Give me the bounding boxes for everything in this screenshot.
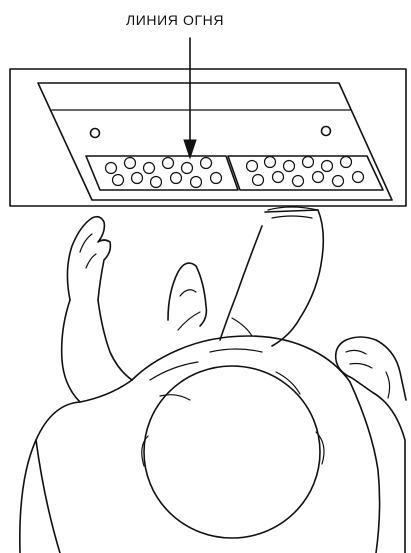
center-hand (167, 262, 208, 327)
back-left (35, 439, 61, 553)
back-right (349, 381, 381, 553)
head (143, 365, 321, 539)
corner-hole-right (320, 125, 332, 137)
chip-row-right (245, 155, 365, 188)
right-arm (334, 336, 407, 553)
chip-tray-right (227, 155, 384, 191)
ear-left (141, 435, 149, 467)
person-figure (19, 206, 407, 553)
firing-line-label: ЛИНИЯ ОГНЯ (126, 12, 224, 28)
chip-tray-left (85, 155, 239, 191)
left-forearm (60, 299, 133, 403)
reaching-arm (219, 209, 325, 347)
reaching-hand (267, 206, 319, 219)
corner-hole-left (89, 127, 101, 139)
torso (19, 335, 351, 553)
board-panel (9, 68, 407, 207)
clothing-folds (149, 311, 301, 401)
ear-right (315, 431, 325, 465)
tray-outline (37, 82, 393, 201)
center-hand-detail (179, 289, 197, 297)
right-fist-detail (345, 349, 391, 399)
callout-arrow (183, 37, 197, 160)
left-fingers (79, 233, 97, 269)
chip-row-left (104, 156, 223, 189)
left-hand (66, 215, 112, 301)
